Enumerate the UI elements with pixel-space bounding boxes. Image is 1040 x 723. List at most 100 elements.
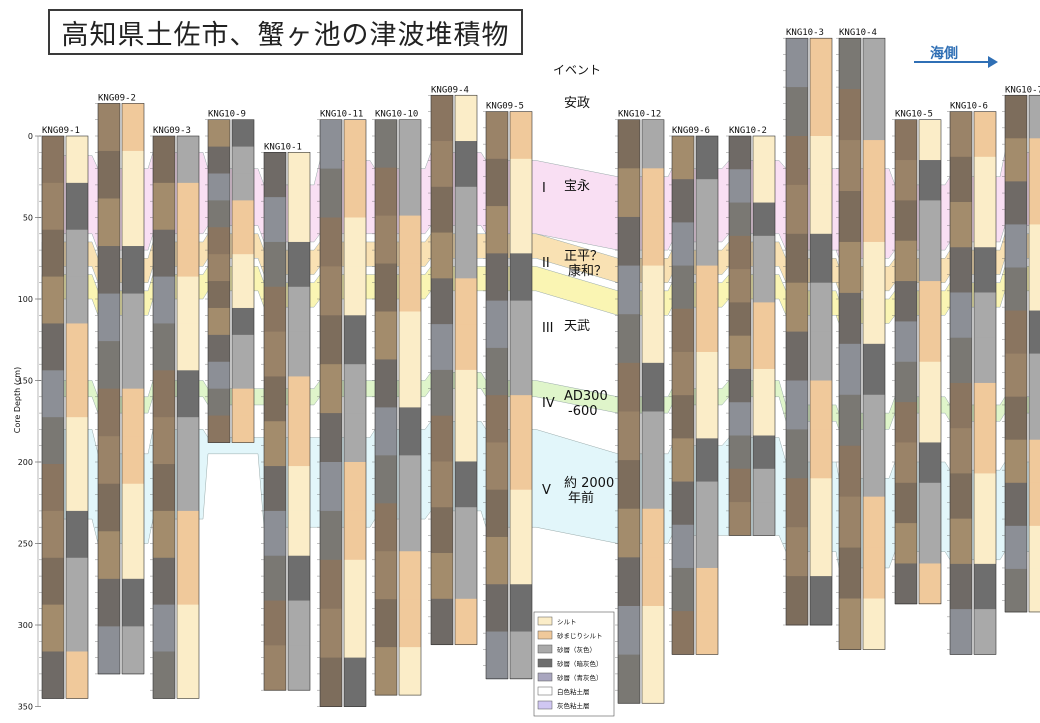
legend-label: 灰色粘土層: [557, 701, 590, 710]
core-photo-segment: [895, 482, 917, 524]
core-photo-segment: [786, 331, 808, 381]
core-photo-segment: [839, 241, 861, 294]
core-photo-segment: [375, 599, 397, 648]
core-log-segment: [642, 557, 664, 607]
legend-swatch: [537, 658, 553, 668]
core-photo-segment: [895, 240, 917, 282]
core-log-segment: [455, 141, 477, 188]
core-photo-segment: [672, 136, 694, 180]
core-log-segment: [232, 119, 254, 148]
core-log-segment: [344, 510, 366, 561]
core-photo-segment: [729, 235, 751, 270]
core-log-segment: [510, 489, 532, 538]
legend-swatch: [537, 630, 553, 640]
core-log-segment: [753, 468, 775, 503]
core-log-segment: [344, 266, 366, 316]
core-log-segment: [122, 531, 144, 580]
core-photo-segment: [1005, 224, 1027, 268]
core-photo-segment: [98, 246, 120, 295]
core-photo-segment: [839, 343, 861, 396]
legend-swatch: [537, 700, 553, 710]
figure-title: 高知県土佐市、蟹ヶ池の津波堆積物: [61, 19, 510, 51]
core-column: KNG09-2: [95, 93, 145, 675]
core-photo-segment: [895, 160, 917, 201]
core-log-segment: [810, 282, 832, 333]
core-log-segment: [810, 38, 832, 88]
core-log-segment: [974, 382, 996, 429]
core-photo-segment: [208, 119, 230, 148]
core-log-segment: [919, 240, 941, 282]
core-photo-segment: [618, 216, 640, 267]
core-log-segment: [455, 186, 477, 234]
core-column: KNG10-12: [615, 110, 665, 704]
core-photo-segment: [320, 413, 342, 463]
core-photo-segment: [729, 502, 751, 536]
core-log-segment: [753, 502, 775, 536]
core-label: KNG09-1: [42, 126, 80, 136]
core-log-segment: [919, 119, 941, 161]
core-log-segment: [122, 246, 144, 295]
core-photo-segment: [729, 169, 751, 204]
core-log-segment: [974, 292, 996, 339]
core-log-segment: [642, 605, 664, 656]
core-photo-segment: [153, 604, 175, 652]
core-log: [343, 119, 367, 707]
core-log-segment: [919, 523, 941, 564]
core-log-segment: [810, 576, 832, 626]
core-log-segment: [177, 604, 199, 652]
core-label: KNG10-3: [786, 28, 824, 38]
core-column: KNG09-6: [669, 126, 719, 655]
core-photo-segment: [895, 200, 917, 242]
core-photo: [485, 111, 509, 680]
core-log-segment: [810, 233, 832, 284]
core-log-segment: [288, 421, 310, 467]
core-photo-segment: [486, 300, 508, 349]
core-log-segment: [399, 263, 421, 312]
core-photo-segment: [153, 557, 175, 606]
core-log-segment: [510, 442, 532, 491]
core-photo-segment: [264, 600, 286, 646]
core-photo-segment: [375, 167, 397, 217]
core-log-segment: [288, 152, 310, 198]
core-log-segment: [122, 293, 144, 342]
core-log-segment: [510, 206, 532, 254]
core-log-segment: [399, 215, 421, 265]
core-photo-segment: [98, 436, 120, 485]
core-log-segment: [510, 253, 532, 302]
core-photo-segment: [486, 395, 508, 443]
core-log-segment: [288, 600, 310, 646]
core-log-segment: [66, 276, 88, 324]
core-log-segment: [66, 510, 88, 559]
core-photo: [41, 135, 65, 699]
core-log-segment: [974, 337, 996, 384]
core-photo-segment: [98, 578, 120, 627]
core-log-segment: [863, 241, 885, 294]
core-photo-segment: [42, 136, 64, 184]
core-photo-segment: [375, 551, 397, 600]
core-log-segment: [753, 335, 775, 370]
title-box: 高知県土佐市、蟹ヶ池の津波堆積物: [48, 9, 523, 55]
core-log-segment: [753, 435, 775, 470]
core-log-segment: [863, 38, 885, 90]
core-photo-segment: [618, 460, 640, 510]
core-photo-segment: [153, 417, 175, 465]
core-photo-segment: [431, 324, 453, 371]
legend-label: 砂層（暗灰色）: [557, 659, 603, 668]
core-log-segment: [1029, 267, 1040, 312]
core-photo-segment: [950, 563, 972, 610]
core-log-segment: [919, 402, 941, 443]
core-photo-segment: [839, 140, 861, 192]
core-photo-segment: [1005, 396, 1027, 441]
core-photo-segment: [153, 510, 175, 559]
axis-tick-label: 300: [18, 621, 33, 630]
core-photo-segment: [895, 361, 917, 403]
core-photo-segment: [950, 292, 972, 339]
core-photo-segment: [431, 553, 453, 600]
core-photo-segment: [375, 647, 397, 696]
core-column: KNG09-1: [39, 126, 89, 699]
core-log-segment: [399, 167, 421, 217]
core-log-segment: [642, 508, 664, 558]
